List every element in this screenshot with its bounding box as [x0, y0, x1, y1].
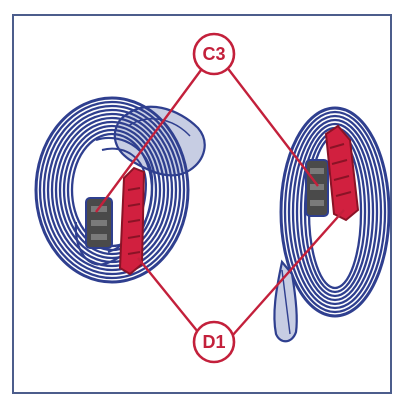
callout-c3: C3 — [192, 32, 236, 76]
callout-c3-label: C3 — [202, 44, 225, 64]
callout-d1-circle — [192, 320, 236, 364]
left-coiled-strap — [34, 96, 206, 284]
callout-lines — [95, 65, 345, 337]
callout-d1-label: D1 — [202, 332, 225, 352]
callout-c3-circle — [192, 32, 236, 76]
right-red-ratchet — [324, 124, 360, 222]
right-coiled-strap — [273, 106, 391, 343]
callout-d1: D1 — [192, 320, 236, 364]
